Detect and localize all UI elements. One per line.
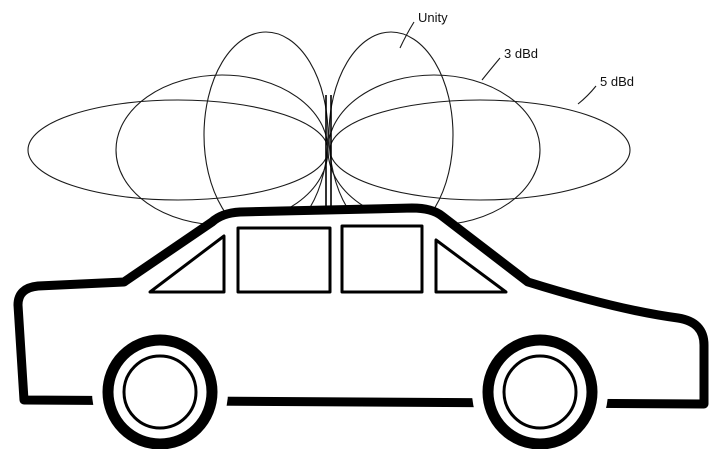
label-unity: Unity xyxy=(418,10,448,25)
leader-unity xyxy=(400,22,414,48)
lobe-3dbd-left xyxy=(116,75,328,225)
label-leaders xyxy=(400,22,596,104)
lobe-3dbd-right xyxy=(328,75,540,225)
rear-wheel xyxy=(108,340,212,444)
leader-5dbd xyxy=(578,86,596,104)
car xyxy=(18,208,704,449)
lobe-5dbd-left xyxy=(28,100,328,200)
front-door-window xyxy=(342,226,422,292)
label-5dbd: 5 dBd xyxy=(600,74,634,89)
label-3dbd: 3 dBd xyxy=(504,46,538,61)
lobe-5dbd-right xyxy=(330,100,630,200)
rear-door-window xyxy=(238,228,330,292)
front-wheel xyxy=(488,340,592,444)
leader-3dbd xyxy=(482,58,500,80)
